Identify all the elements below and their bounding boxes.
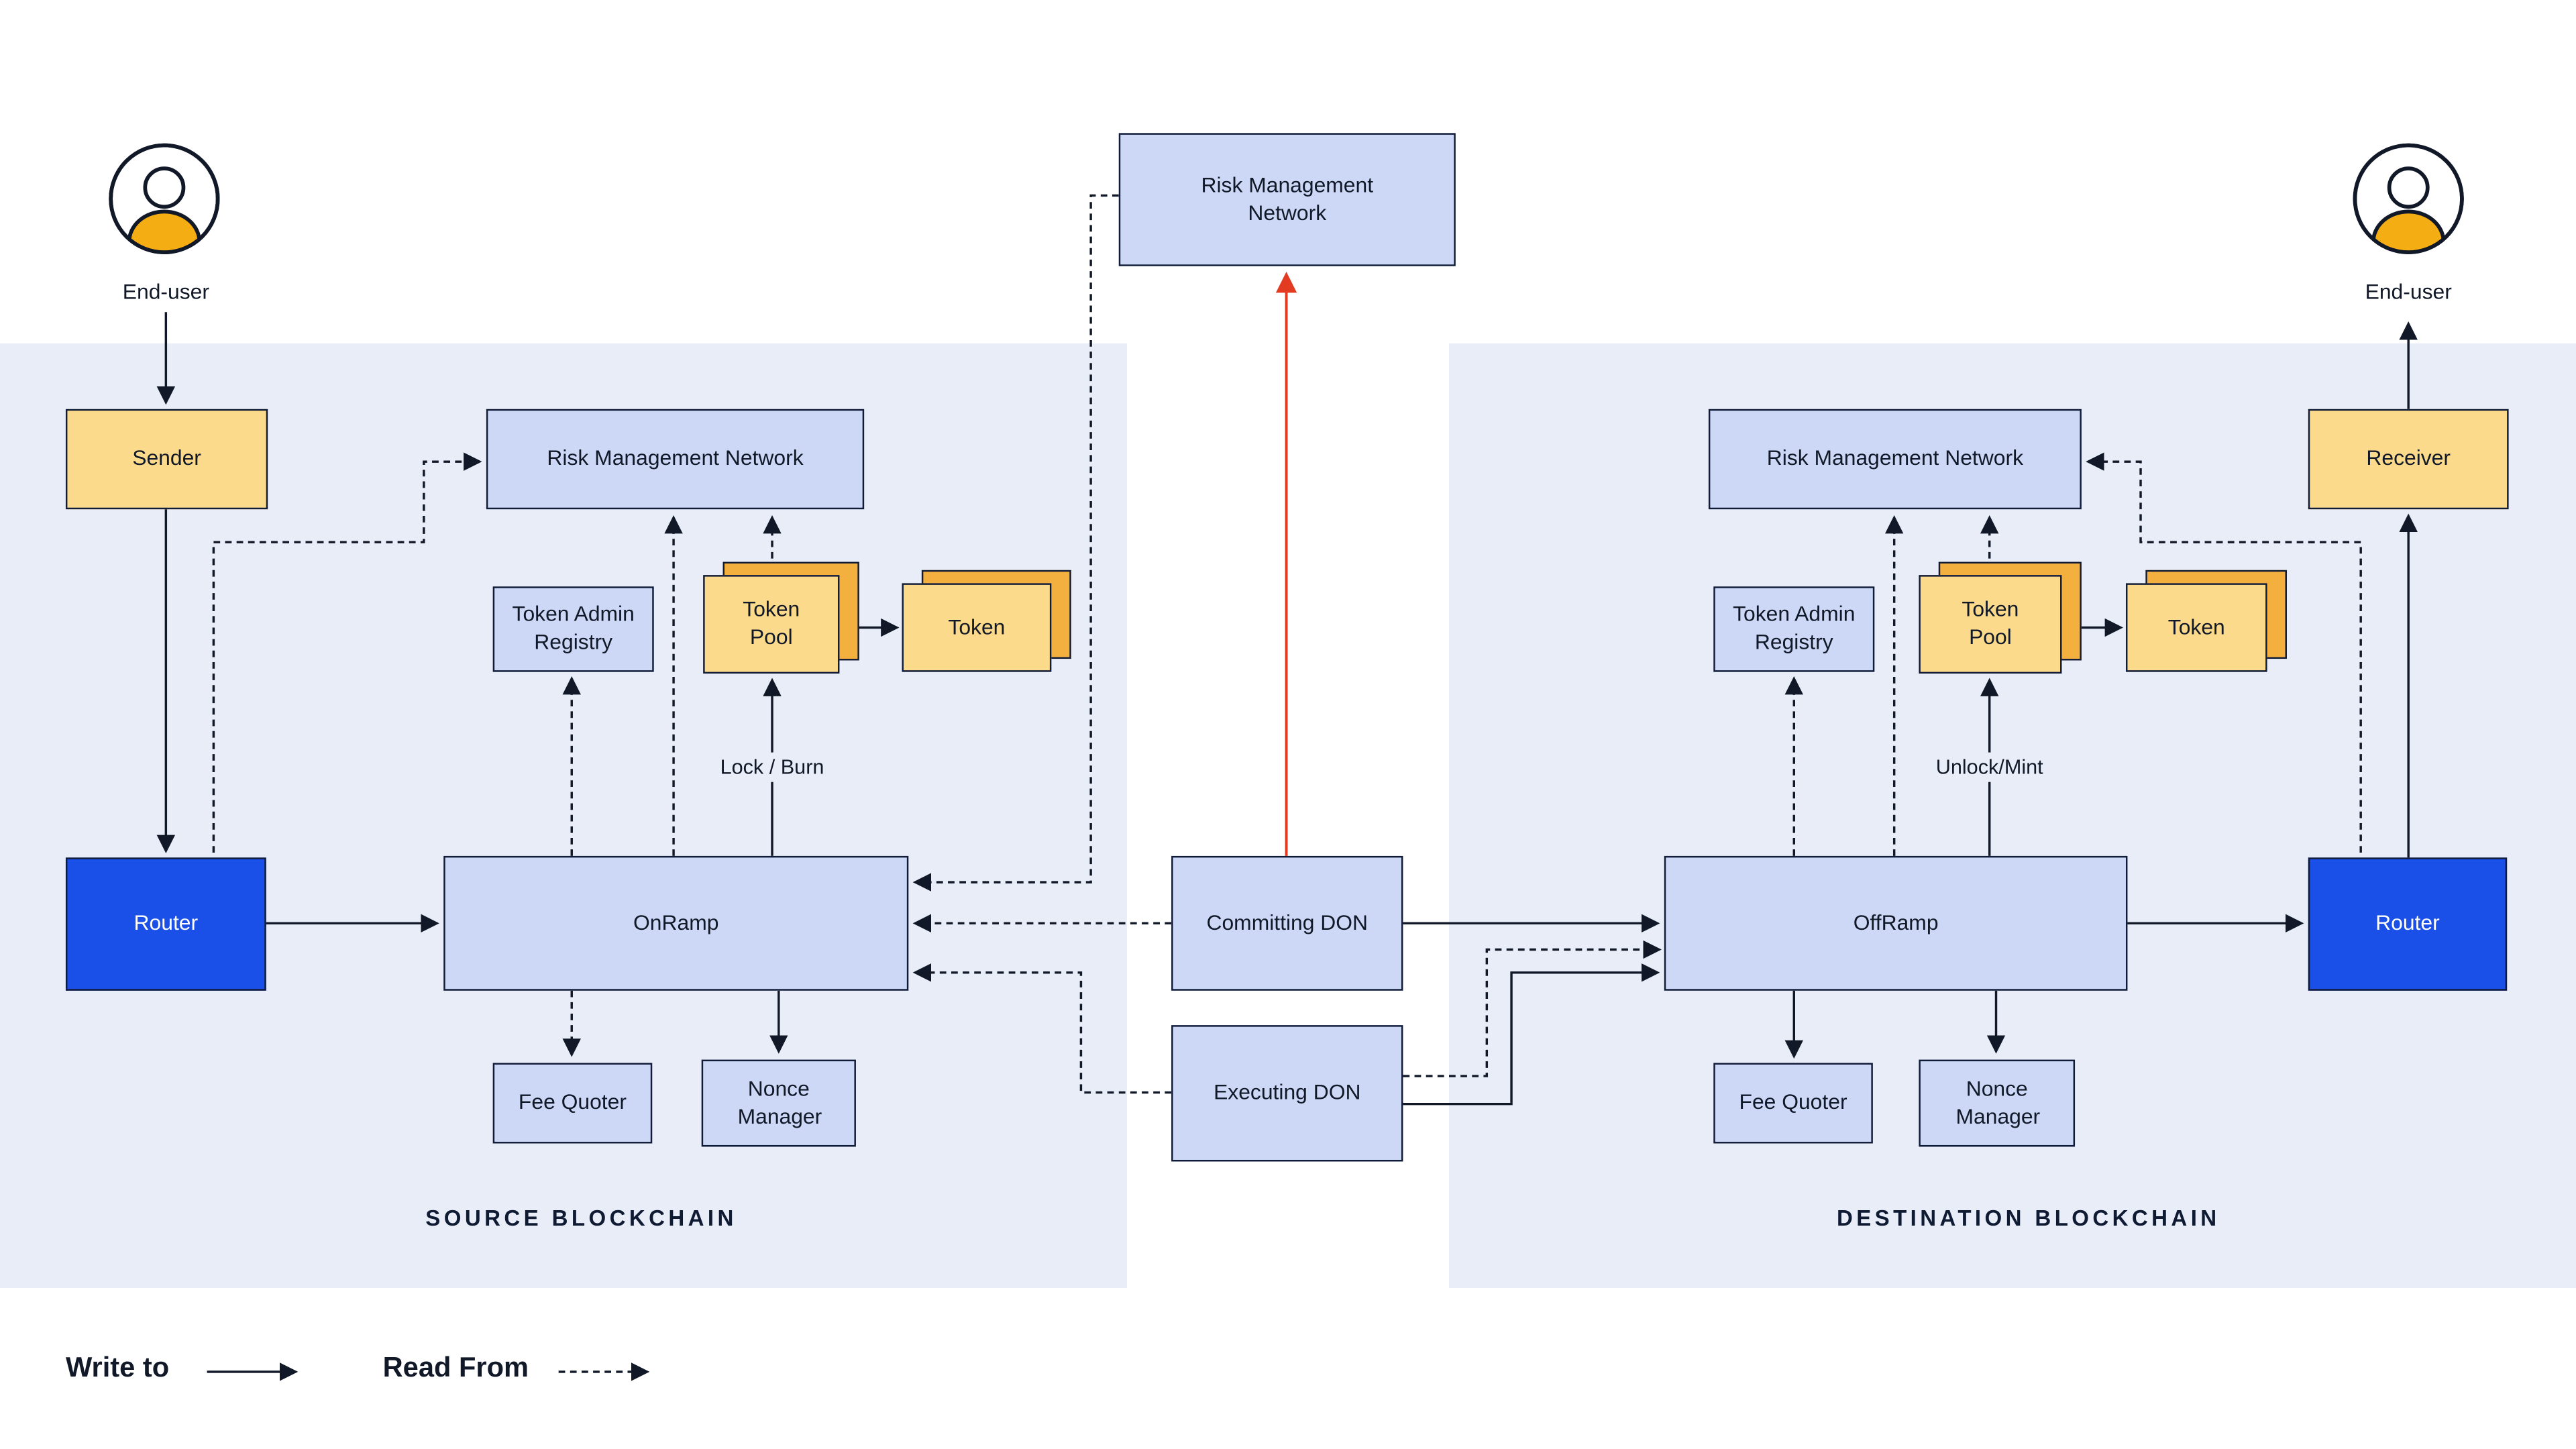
dest-fee-quoter-label: Fee Quoter bbox=[1739, 1089, 1847, 1114]
source-router-label: Router bbox=[133, 910, 199, 935]
unlock-mint-label: Unlock/Mint bbox=[1912, 752, 2067, 782]
dest-rmn-label: Risk Management Network bbox=[1766, 445, 2023, 470]
offramp-node: OffRamp bbox=[1664, 855, 2128, 991]
end-user-label: End-user bbox=[122, 279, 209, 305]
dest-token-admin-registry-node: Token Admin Registry bbox=[1713, 586, 1875, 672]
offramp-label: OffRamp bbox=[1853, 909, 1939, 934]
dest-token-pool-node: Token Pool bbox=[1919, 575, 2062, 674]
dest-token-admin-registry-label: Token Admin Registry bbox=[1733, 601, 1856, 654]
legend-write-to-label: Write to bbox=[65, 1352, 170, 1384]
executing-don-label: Executing DON bbox=[1214, 1079, 1361, 1104]
dest-end-user-label: End-user bbox=[2365, 279, 2452, 305]
onramp-label: OnRamp bbox=[633, 909, 719, 934]
dest-router-node: Router bbox=[2308, 857, 2508, 991]
sender-node: Sender bbox=[65, 409, 268, 510]
executing-don-node: Executing DON bbox=[1171, 1025, 1403, 1162]
sender-label: Sender bbox=[132, 445, 201, 470]
source-token-label: Token bbox=[948, 613, 1006, 639]
source-risk-management-network-node: Risk Management Network bbox=[486, 409, 865, 510]
committing-don-node: Committing DON bbox=[1171, 855, 1403, 991]
committing-don-label: Committing DON bbox=[1206, 909, 1368, 934]
dest-risk-management-network-node: Risk Management Network bbox=[1708, 409, 2082, 510]
source-token-node: Token bbox=[902, 583, 1052, 672]
onramp-node: OnRamp bbox=[443, 855, 909, 991]
source-router-node: Router bbox=[65, 857, 266, 991]
legend-read-from-label: Read From bbox=[382, 1352, 529, 1384]
receiver-node: Receiver bbox=[2308, 409, 2509, 510]
dest-end-user-icon bbox=[2351, 142, 2465, 256]
dest-token-label: Token bbox=[2167, 613, 2225, 639]
dest-router-label: Router bbox=[2375, 910, 2440, 935]
dest-token-node: Token bbox=[2125, 583, 2267, 672]
dest-nonce-manager-node: Nonce Manager bbox=[1919, 1059, 2076, 1147]
source-token-pool-label: Token Pool bbox=[743, 596, 800, 649]
source-rmn-label: Risk Management Network bbox=[547, 445, 804, 470]
source-token-admin-registry-node: Token Admin Registry bbox=[492, 586, 654, 672]
dest-fee-quoter-node: Fee Quoter bbox=[1713, 1063, 1873, 1144]
source-nonce-manager-label: Nonce Manager bbox=[737, 1075, 822, 1128]
end-user-icon bbox=[107, 142, 221, 256]
source-token-admin-registry-label: Token Admin Registry bbox=[512, 601, 635, 654]
source-fee-quoter-node: Fee Quoter bbox=[492, 1063, 653, 1144]
source-blockchain-section-label: SOURCE BLOCKCHAIN bbox=[425, 1205, 737, 1231]
source-token-pool-node: Token Pool bbox=[703, 575, 840, 674]
receiver-label: Receiver bbox=[2366, 445, 2451, 470]
risk-management-network-top-label: Risk Management Network bbox=[1201, 172, 1374, 225]
dest-nonce-manager-label: Nonce Manager bbox=[1955, 1075, 2041, 1128]
dest-token-pool-label: Token Pool bbox=[1962, 596, 2019, 649]
source-fee-quoter-label: Fee Quoter bbox=[518, 1089, 627, 1114]
source-nonce-manager-node: Nonce Manager bbox=[701, 1059, 856, 1147]
risk-management-network-top-node: Risk Management Network bbox=[1118, 133, 1456, 266]
lock-burn-label: Lock / Burn bbox=[694, 752, 850, 782]
destination-blockchain-section-label: DESTINATION BLOCKCHAIN bbox=[1836, 1205, 2220, 1231]
